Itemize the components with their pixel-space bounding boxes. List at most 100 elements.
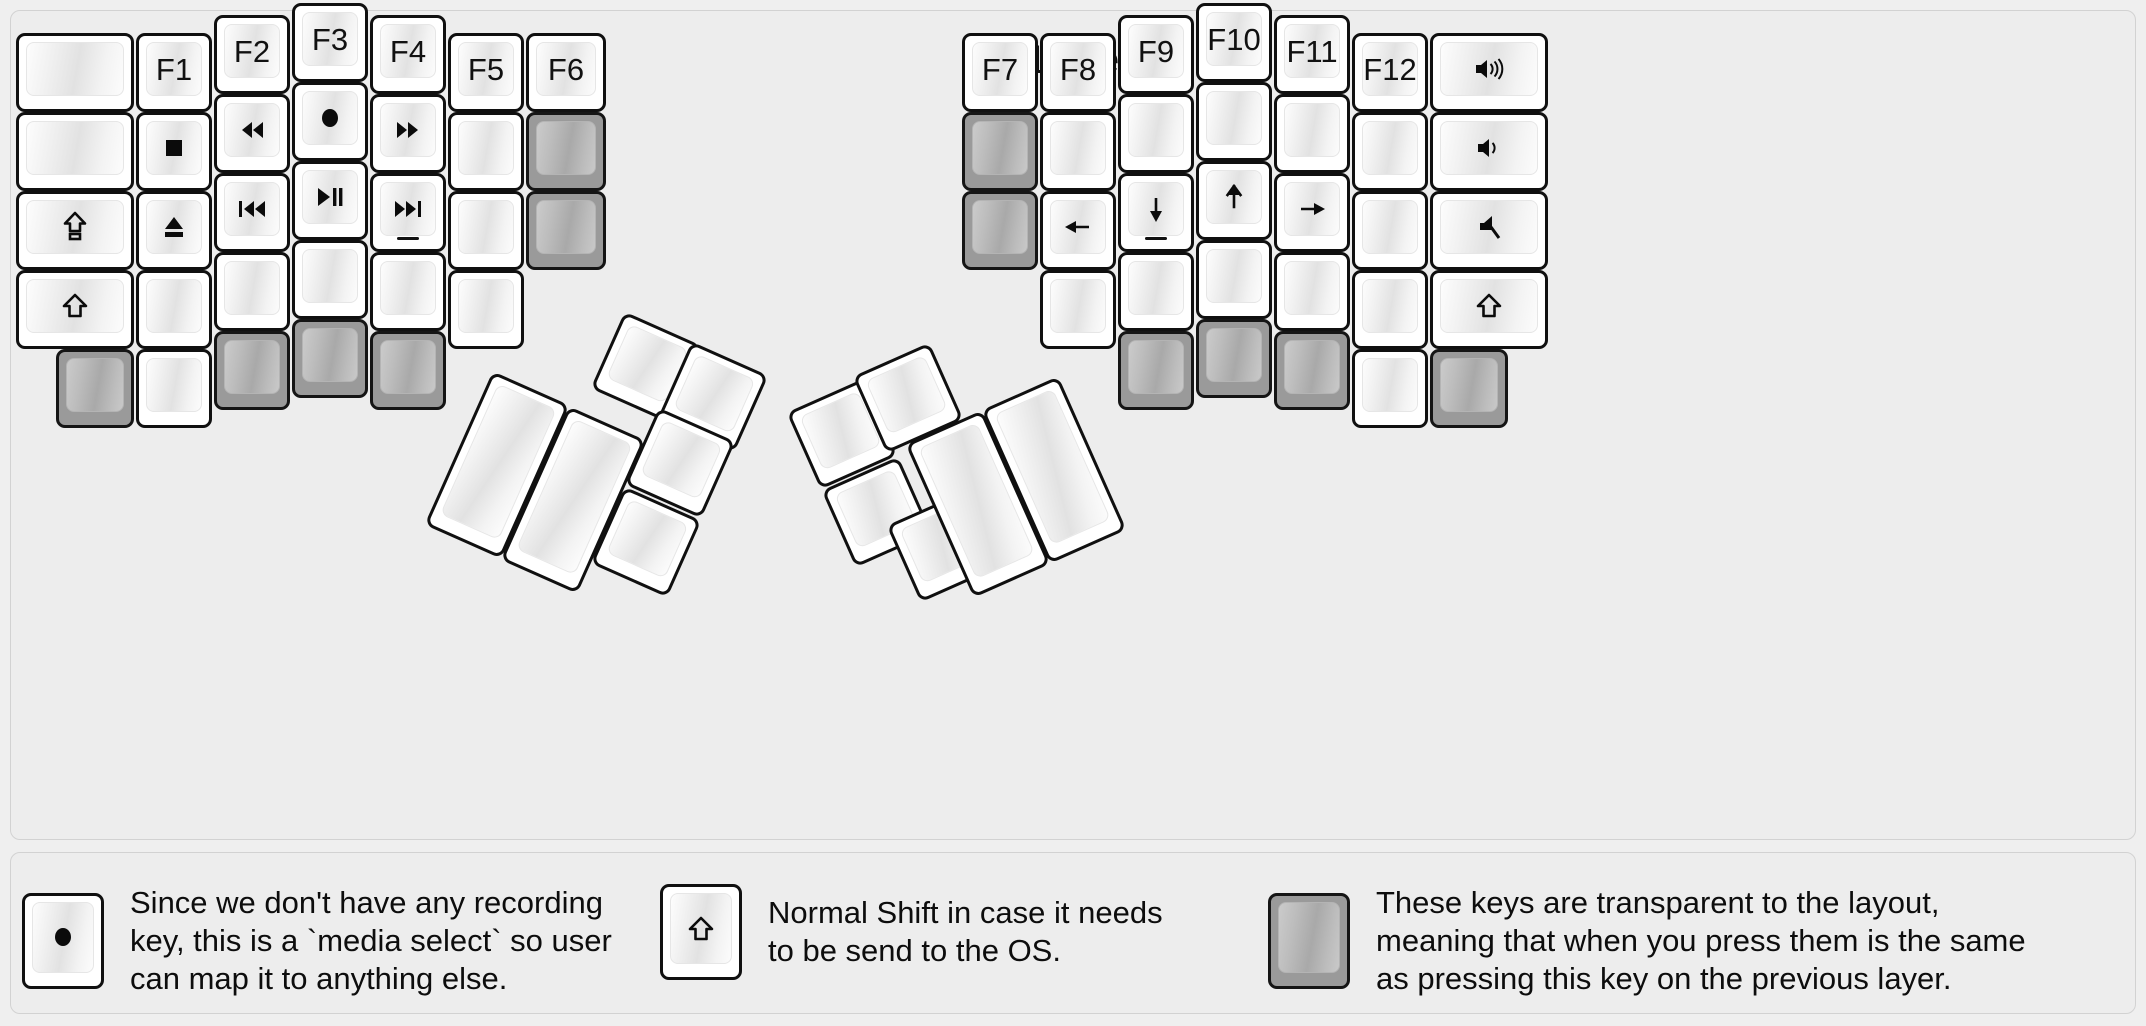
key-left-index-inner-3[interactable] — [448, 191, 524, 270]
keycap-surface — [536, 200, 596, 254]
volume-down-icon — [1472, 131, 1506, 165]
key-right-pinky-2[interactable] — [1352, 112, 1428, 191]
rewind-icon — [235, 113, 269, 147]
key-right-ring-2[interactable] — [1274, 94, 1350, 173]
key-left-ring-4[interactable] — [214, 252, 290, 331]
key-left-ring-5[interactable] — [214, 331, 290, 410]
key-left-middle-2[interactable] — [292, 82, 368, 161]
key-right-middle-5[interactable] — [1196, 319, 1272, 398]
keycap-surface — [458, 200, 514, 254]
keycap-surface: F5 — [458, 42, 514, 96]
key-right-pinky-5[interactable] — [1352, 349, 1428, 428]
key-right-inner-1[interactable]: F7 — [962, 33, 1038, 112]
legend-panel — [10, 852, 2136, 1014]
key-right-index-inner-4[interactable] — [1040, 270, 1116, 349]
key-left-middle-5[interactable] — [292, 319, 368, 398]
key-right-pinky-outer-2[interactable] — [1430, 112, 1548, 191]
keycap-surface — [1362, 358, 1418, 412]
fast-forward-icon — [391, 113, 425, 147]
keycap-surface: F8 — [1050, 42, 1106, 96]
keycap-surface — [380, 182, 436, 236]
key-left-index-inner-1[interactable]: F5 — [448, 33, 524, 112]
key-right-middle-2[interactable] — [1196, 82, 1272, 161]
legend-keycap-1[interactable] — [22, 892, 104, 989]
key-right-index-2[interactable] — [1118, 94, 1194, 173]
legend-keycap-2[interactable] — [660, 884, 742, 980]
key-left-index-inner-4[interactable] — [448, 270, 524, 349]
key-right-inner-2[interactable] — [962, 112, 1038, 191]
keycap-surface — [26, 121, 124, 175]
keycap-surface — [1050, 200, 1106, 254]
key-right-index-1[interactable]: F9 — [1118, 15, 1194, 94]
keycap-surface — [536, 121, 596, 175]
key-left-inner-2[interactable] — [526, 112, 606, 191]
key-right-pinky-outer-1[interactable] — [1430, 33, 1548, 112]
key-right-middle-1[interactable]: F10 — [1196, 3, 1272, 82]
key-left-pinky-outer-5[interactable] — [56, 349, 134, 428]
key-left-pinky-outer-3[interactable] — [16, 191, 134, 270]
legend-item-3: These keys are transparent to the layout… — [1268, 884, 2026, 997]
legend-item-2: Normal Shift in case it needs to be send… — [660, 884, 1163, 980]
keycap-label: F12 — [1363, 51, 1417, 87]
keycap-surface — [606, 498, 689, 579]
key-right-ring-4[interactable] — [1274, 252, 1350, 331]
key-right-pinky-3[interactable] — [1352, 191, 1428, 270]
keycap-surface — [640, 419, 723, 500]
key-left-pinky-outer-1[interactable] — [16, 33, 134, 112]
key-left-index-inner-2[interactable] — [448, 112, 524, 191]
key-left-pinky-4[interactable] — [136, 270, 212, 349]
key-right-pinky-outer-5[interactable] — [1430, 349, 1508, 428]
keycap-surface — [1050, 121, 1106, 175]
key-right-pinky-1[interactable]: F12 — [1352, 33, 1428, 112]
key-right-index-5[interactable] — [1118, 331, 1194, 410]
keycap-surface: F2 — [224, 24, 280, 78]
key-left-index-2[interactable] — [370, 94, 446, 173]
keycap-surface — [302, 170, 358, 224]
key-left-index-3[interactable] — [370, 173, 446, 252]
key-right-index-inner-3[interactable] — [1040, 191, 1116, 270]
key-left-middle-1[interactable]: F3 — [292, 3, 368, 82]
keycap-surface: F3 — [302, 12, 358, 66]
key-right-index-inner-2[interactable] — [1040, 112, 1116, 191]
key-left-pinky-3[interactable] — [136, 191, 212, 270]
key-right-pinky-4[interactable] — [1352, 270, 1428, 349]
key-left-pinky-1[interactable]: F1 — [136, 33, 212, 112]
arrow-left-icon — [1061, 210, 1095, 244]
keycap-surface — [1284, 103, 1340, 157]
homing-indicator — [397, 237, 419, 240]
key-right-index-3[interactable] — [1118, 173, 1194, 252]
stop-icon — [157, 131, 191, 165]
key-right-ring-3[interactable] — [1274, 173, 1350, 252]
key-right-index-4[interactable] — [1118, 252, 1194, 331]
previous-track-icon — [235, 192, 269, 226]
key-left-pinky-outer-2[interactable] — [16, 112, 134, 191]
key-left-index-5[interactable] — [370, 331, 446, 410]
key-right-pinky-outer-3[interactable] — [1430, 191, 1548, 270]
key-left-ring-3[interactable] — [214, 173, 290, 252]
legend-text-2: Normal Shift in case it needs to be send… — [768, 895, 1163, 968]
key-right-pinky-outer-4[interactable] — [1430, 270, 1548, 349]
key-left-pinky-5[interactable] — [136, 349, 212, 428]
key-left-middle-3[interactable] — [292, 161, 368, 240]
key-right-middle-4[interactable] — [1196, 240, 1272, 319]
key-left-inner-1[interactable]: F6 — [526, 33, 606, 112]
key-left-inner-3[interactable] — [526, 191, 606, 270]
legend-keycap-3[interactable] — [1268, 892, 1350, 989]
key-right-ring-1[interactable]: F11 — [1274, 15, 1350, 94]
keycap-label: F5 — [467, 51, 505, 87]
key-right-inner-3[interactable] — [962, 191, 1038, 270]
key-right-ring-5[interactable] — [1274, 331, 1350, 410]
key-right-middle-3[interactable] — [1196, 161, 1272, 240]
key-left-index-1[interactable]: F4 — [370, 15, 446, 94]
arrow-down-icon — [1139, 192, 1173, 226]
key-left-ring-1[interactable]: F2 — [214, 15, 290, 94]
legend-keycap-surface — [32, 901, 94, 973]
key-left-ring-2[interactable] — [214, 94, 290, 173]
key-left-pinky-outer-4[interactable] — [16, 270, 134, 349]
key-left-index-4[interactable] — [370, 252, 446, 331]
key-left-pinky-2[interactable] — [136, 112, 212, 191]
keycap-surface — [1128, 340, 1184, 394]
key-right-index-inner-1[interactable]: F8 — [1040, 33, 1116, 112]
keycap-surface — [972, 200, 1028, 254]
key-left-middle-4[interactable] — [292, 240, 368, 319]
